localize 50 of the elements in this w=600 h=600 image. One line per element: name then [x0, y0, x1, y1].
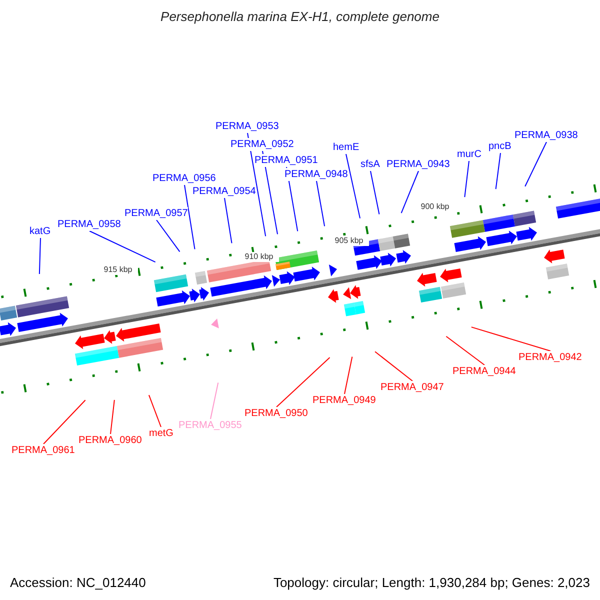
gene-label: PERMA_0948 — [284, 168, 348, 180]
leader-line — [247, 132, 266, 237]
gene-label: PERMA_0957 — [124, 206, 188, 220]
leader-line — [524, 142, 547, 187]
leader-line — [43, 400, 86, 444]
gene-label: hemE — [333, 140, 360, 154]
gene-label: PERMA_0951 — [254, 154, 318, 166]
leader-line — [316, 180, 326, 227]
accession-text: Accession: NC_012440 — [10, 575, 146, 590]
gene-label: katG — [30, 224, 51, 238]
leader-line — [470, 326, 551, 352]
leader-line — [38, 238, 41, 274]
gene-label: PERMA_0944 — [452, 364, 516, 378]
leader-line — [276, 357, 330, 408]
diagram-title: Persephonella marina EX-H1, complete genome — [160, 10, 440, 23]
leader-line — [184, 184, 196, 250]
leader-line — [224, 198, 232, 244]
leader-line — [262, 150, 278, 235]
gene-label: PERMA_0947 — [380, 380, 444, 394]
leader-line — [370, 170, 380, 215]
gene-label: PERMA_0942 — [518, 350, 582, 364]
gene-label: PERMA_0955 — [178, 418, 242, 432]
gene-label: sfsA — [360, 158, 380, 170]
gene-label: PERMA_0938 — [514, 128, 578, 142]
gene-label: PERMA_0952 — [230, 138, 294, 150]
gene-label: pncB — [488, 140, 512, 152]
leader-line — [446, 336, 485, 366]
gene-label: PERMA_0958 — [58, 218, 121, 230]
leader-line — [210, 382, 219, 420]
gene-label: PERMA_0956 — [152, 172, 216, 184]
leader-line — [344, 356, 353, 394]
gene-label: PERMA_0960 — [78, 434, 142, 446]
leader-line — [400, 170, 419, 214]
genome-summary-text: Topology: circular; Length: 1,930,284 bp; Genes: 2,023 — [273, 575, 590, 590]
gene-label: murC — [457, 148, 482, 160]
gene-label: PERMA_0950 — [244, 406, 308, 420]
gene-label: PERMA_0953 — [216, 120, 279, 132]
leader-line — [89, 230, 156, 263]
gene-label: PERMA_0961 — [12, 444, 75, 456]
gene-label: metG — [149, 426, 174, 440]
leader-line — [495, 152, 501, 190]
leader-line — [156, 220, 180, 252]
leader-line — [110, 399, 115, 434]
leader-line — [374, 351, 413, 382]
gene-label: PERMA_0954 — [192, 184, 256, 198]
gene-label: PERMA_0949 — [312, 394, 376, 406]
leader-line — [346, 154, 361, 219]
leader-line — [148, 394, 162, 428]
leader-line — [464, 160, 470, 198]
gene-label: PERMA_0943 — [386, 158, 450, 170]
